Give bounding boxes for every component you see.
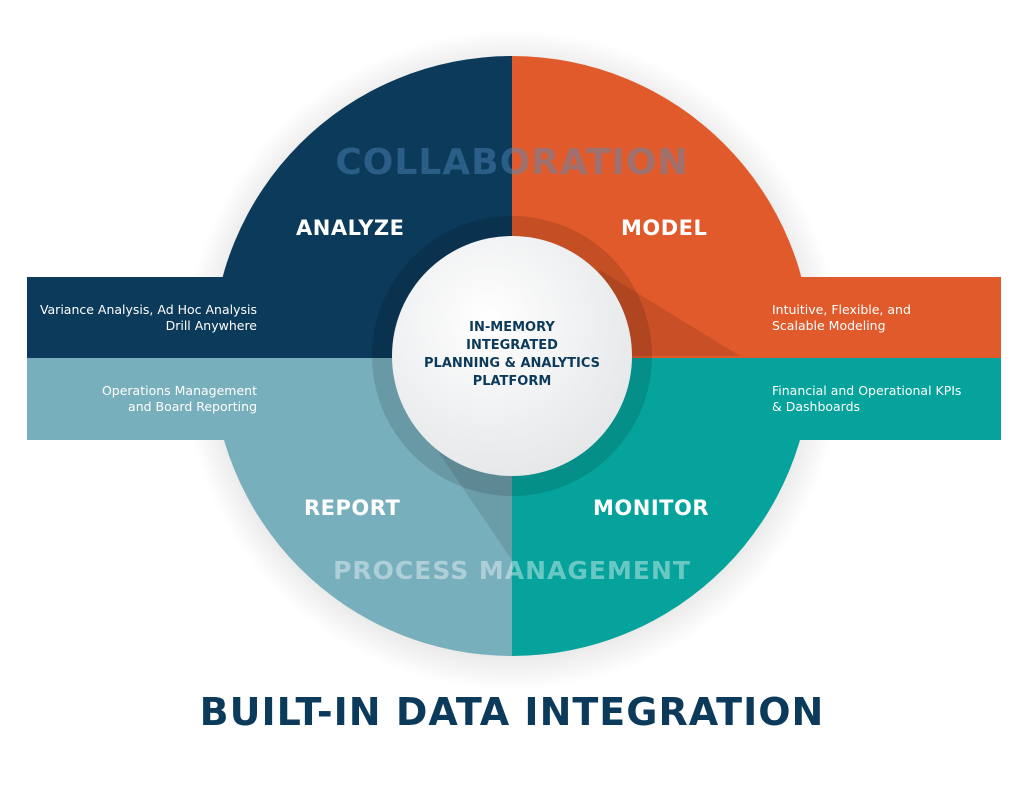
model-description: Intuitive, Flexible, and Scalable Modeli…	[772, 302, 1001, 334]
monitor-label: MONITOR	[593, 496, 709, 520]
analyze-description: Variance Analysis, Ad Hoc Analysis Drill…	[27, 302, 257, 334]
analyze-label: ANALYZE	[296, 216, 405, 240]
long-shadow	[430, 270, 740, 560]
center-circle	[392, 236, 632, 476]
report-label: REPORT	[304, 496, 401, 520]
footer-title: BUILT-IN DATA INTEGRATION	[199, 690, 825, 734]
center-line: IN-MEMORY	[469, 320, 555, 335]
desc-line: Scalable Modeling	[772, 318, 886, 333]
report-description: Operations Management and Board Reportin…	[27, 383, 257, 415]
desc-line: Drill Anywhere	[165, 318, 257, 333]
desc-line: Financial and Operational KPIs	[772, 383, 962, 398]
desc-line: Operations Management	[101, 383, 257, 398]
center-line: PLATFORM	[472, 374, 552, 389]
center-line: PLANNING & ANALYTICS	[424, 356, 600, 371]
collaboration-label: COLLABORATION	[335, 142, 689, 183]
desc-line: & Dashboards	[772, 399, 861, 414]
process-management-label: PROCESS MANAGEMENT	[333, 556, 691, 585]
center-text: IN-MEMORY INTEGRATED PLANNING & ANALYTIC…	[400, 319, 624, 391]
desc-line: Variance Analysis, Ad Hoc Analysis	[39, 302, 257, 317]
center-line: INTEGRATED	[466, 338, 558, 353]
model-label: MODEL	[621, 216, 708, 240]
desc-line: Intuitive, Flexible, and	[772, 302, 911, 317]
desc-line: and Board Reporting	[128, 399, 257, 414]
monitor-description: Financial and Operational KPIs & Dashboa…	[772, 383, 1001, 415]
